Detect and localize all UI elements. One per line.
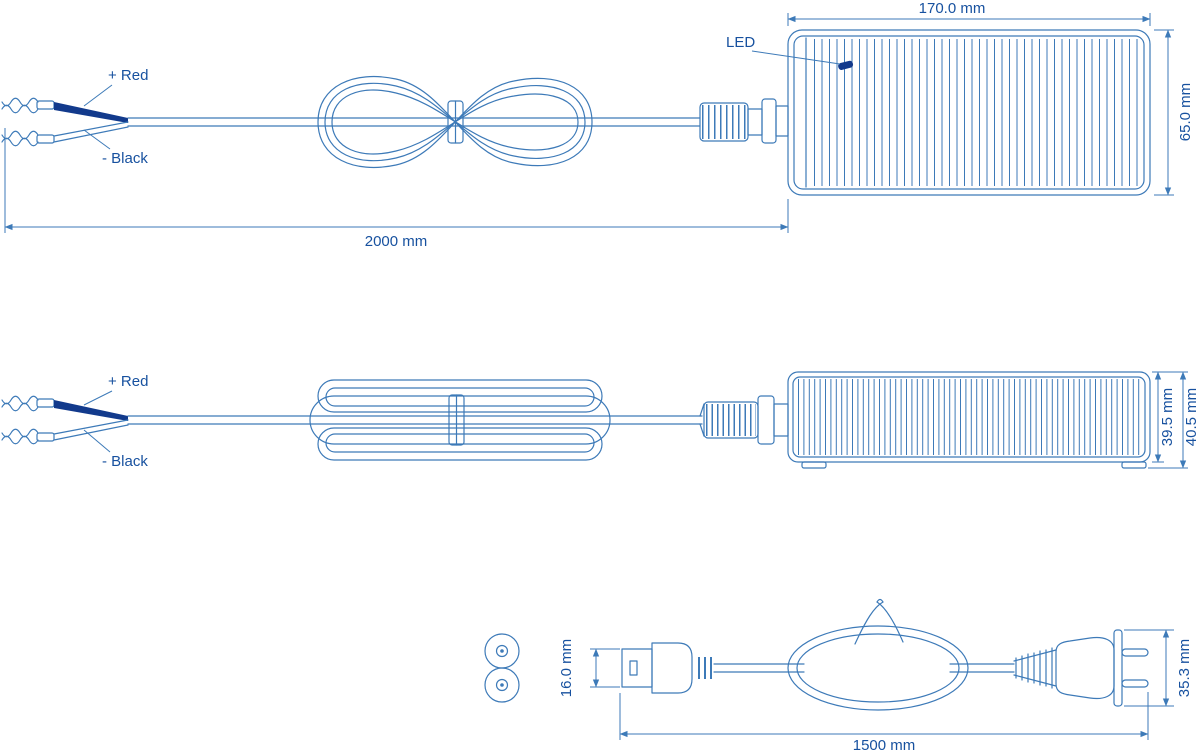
led-indicator <box>838 60 854 70</box>
plug-pin-bottom <box>1121 679 1149 688</box>
wire-label-positive: + Red <box>108 67 148 84</box>
side-view: + Red - Black <box>1 371 1200 470</box>
cable-coil-flat <box>309 379 611 461</box>
dim-adapter-height: 65.0 mm <box>1154 29 1194 196</box>
dim-connector-height-label: 16.0 mm <box>558 639 575 697</box>
adapter-body-top <box>787 29 1151 196</box>
ac-cable-loop <box>787 598 969 711</box>
led-leader <box>751 50 841 65</box>
wire-label-negative-group-side: - Black <box>83 429 148 470</box>
dim-side-height-outer: 40.5 mm <box>1148 371 1200 469</box>
plug-pin-top <box>1121 648 1149 657</box>
adapter-foot-right <box>1121 461 1147 469</box>
wire-ends-side <box>1 395 129 445</box>
dc-cable <box>127 117 701 127</box>
eu-plug <box>1055 629 1149 707</box>
dim-cord-length: 1500 mm <box>619 692 1149 752</box>
coil-wrap <box>447 100 464 144</box>
c7-connector-side <box>621 642 714 694</box>
strain-relief-connector <box>699 98 789 144</box>
dim-adapter-length: 170.0 mm <box>787 0 1151 26</box>
wire-label-negative-side: - Black <box>102 453 148 470</box>
top-view: + Red - Black <box>1 0 1194 250</box>
ac-cable <box>713 663 1015 673</box>
wire-leader-negative <box>83 129 111 150</box>
led-label: LED <box>726 34 755 51</box>
adapter-body-side <box>787 371 1151 469</box>
led-label-group: LED <box>726 34 841 65</box>
cable-twist <box>854 598 904 645</box>
c7-connector-front <box>484 633 520 703</box>
dim-side-height-inner: 39.5 mm <box>1152 371 1188 463</box>
wire-leader-positive <box>83 84 113 107</box>
dim-cable-length: 2000 mm <box>4 128 789 250</box>
wire-label-positive-side: + Red <box>108 373 148 390</box>
cable-coil <box>317 75 593 169</box>
dim-cord-length-label: 1500 mm <box>853 737 916 752</box>
coil-wrap-side <box>448 394 465 446</box>
wire-label-negative: - Black <box>102 150 148 167</box>
wire-leader-positive-side <box>83 390 113 406</box>
plug-strain-relief <box>1013 647 1057 689</box>
dim-side-height-outer-label: 40.5 mm <box>1183 388 1200 446</box>
dim-connector-height: 16.0 mm <box>558 639 620 697</box>
wire-label-positive-group-side: + Red <box>83 373 148 406</box>
dim-side-height-inner-label: 39.5 mm <box>1159 388 1176 446</box>
dim-plug-height-label: 35.3 mm <box>1176 639 1193 697</box>
strain-relief-connector-side <box>699 395 789 445</box>
dim-adapter-length-label: 170.0 mm <box>919 0 986 17</box>
cord-view: 16.0 mm <box>484 598 1193 752</box>
dim-plug-height: 35.3 mm <box>1124 629 1193 707</box>
wire-leader-negative-side <box>83 429 111 453</box>
wire-label-positive-group: + Red <box>83 67 148 107</box>
wire-label-negative-group: - Black <box>83 129 148 167</box>
adapter-foot-left <box>801 461 827 469</box>
dc-cable-side <box>127 415 703 425</box>
wire-ends <box>1 97 129 147</box>
dim-adapter-height-label: 65.0 mm <box>1177 83 1194 141</box>
dim-cable-length-label: 2000 mm <box>365 233 428 250</box>
